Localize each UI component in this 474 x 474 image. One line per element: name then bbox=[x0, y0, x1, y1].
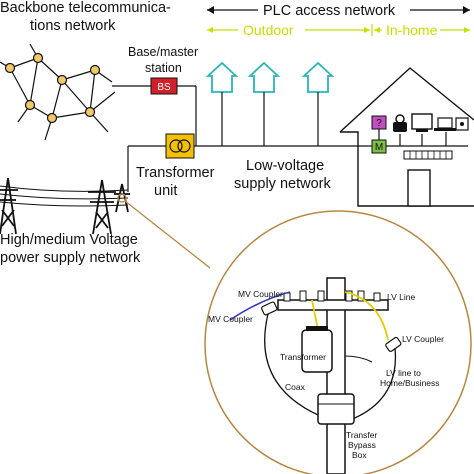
mesh-node bbox=[4, 62, 16, 74]
transformer-detail-label: Transformer bbox=[280, 352, 326, 362]
mesh-node bbox=[46, 112, 58, 124]
lv-line-label: LV Line bbox=[387, 292, 415, 302]
lv-coupler bbox=[385, 336, 402, 352]
bypass-label-line2: Bypass bbox=[348, 440, 376, 450]
bypass-label-line3: Box bbox=[352, 450, 367, 460]
house-icon bbox=[205, 61, 239, 93]
mesh-node bbox=[24, 99, 36, 111]
backbone-label-line2: tions network bbox=[30, 18, 116, 34]
transformer-symbol-icon bbox=[169, 139, 191, 153]
lv-wire bbox=[344, 291, 389, 341]
m-box-label: M bbox=[375, 142, 383, 153]
utility-pole bbox=[277, 277, 389, 474]
insulator-icons bbox=[283, 290, 381, 302]
backbone-mesh bbox=[0, 43, 116, 141]
lv-to-home-label-line2: Home/Business bbox=[380, 378, 440, 388]
mv-coupler-top-label: MV Coupler bbox=[238, 289, 283, 299]
transmission-tower-icon bbox=[88, 179, 116, 235]
lv-to-home-wire bbox=[344, 355, 373, 363]
inhome-bracket bbox=[374, 27, 470, 33]
keyboard-icon bbox=[403, 150, 453, 160]
outdoor-label: Outdoor bbox=[243, 22, 294, 38]
bypass-label-line1: Transfer bbox=[346, 430, 378, 440]
lv-distribution-lines bbox=[194, 86, 368, 147]
mesh-node bbox=[56, 74, 68, 86]
house-icon bbox=[247, 61, 281, 93]
socket-icon bbox=[455, 117, 469, 131]
backbone-label-line1: Backbone telecommunica- bbox=[0, 0, 171, 16]
coax-cable bbox=[264, 313, 331, 421]
mv-wire bbox=[229, 291, 291, 321]
question-box bbox=[371, 115, 387, 130]
inhome-label: In-home bbox=[386, 22, 438, 38]
backbone-nodes bbox=[4, 52, 101, 124]
transfer-bypass-box bbox=[317, 393, 355, 425]
mv-coupler bbox=[261, 301, 278, 316]
base-station-label-line2: station bbox=[145, 61, 182, 75]
lv-network-label-line2: supply network bbox=[234, 176, 331, 192]
bs-box-label: BS bbox=[157, 82, 171, 93]
coax-label: Coax bbox=[285, 382, 306, 392]
mv-coupler-left-label: MV Coupler bbox=[208, 314, 253, 324]
m-box bbox=[371, 139, 387, 154]
plc-access-bracket bbox=[207, 6, 470, 14]
home-building bbox=[339, 67, 474, 207]
lv-coupler-label: LV Coupler bbox=[402, 334, 444, 344]
mesh-node bbox=[89, 64, 101, 76]
pole-transformer bbox=[301, 326, 333, 373]
callout-connector bbox=[124, 200, 211, 269]
lv-to-home-label-line1: LV line to bbox=[386, 368, 421, 378]
hv-label-line2: power supply network bbox=[0, 250, 141, 266]
outdoor-bracket bbox=[207, 24, 373, 36]
monitor-icon bbox=[411, 113, 433, 132]
plc-access-label: PLC access network bbox=[263, 3, 396, 19]
transmission-tower-icon bbox=[0, 177, 18, 235]
lv-network-label-line1: Low-voltage bbox=[246, 158, 324, 174]
transformer-label-line2: unit bbox=[154, 183, 177, 199]
hv-label-line1: High/medium Voltage bbox=[0, 232, 138, 248]
question-box-label: ? bbox=[376, 118, 382, 129]
hv-lines bbox=[0, 185, 129, 207]
house-icon bbox=[301, 61, 335, 93]
callout-origin bbox=[117, 193, 127, 203]
transformer-box bbox=[165, 133, 195, 159]
transformer-label-line1: Transformer bbox=[136, 165, 215, 181]
home-wiring bbox=[368, 128, 468, 147]
mesh-node bbox=[32, 52, 44, 64]
mesh-node bbox=[84, 106, 96, 118]
lv-coax-cable bbox=[349, 347, 397, 421]
telephone-icon bbox=[393, 114, 407, 132]
base-station-label-line1: Base/master bbox=[128, 45, 198, 59]
laptop-icon bbox=[434, 117, 456, 131]
